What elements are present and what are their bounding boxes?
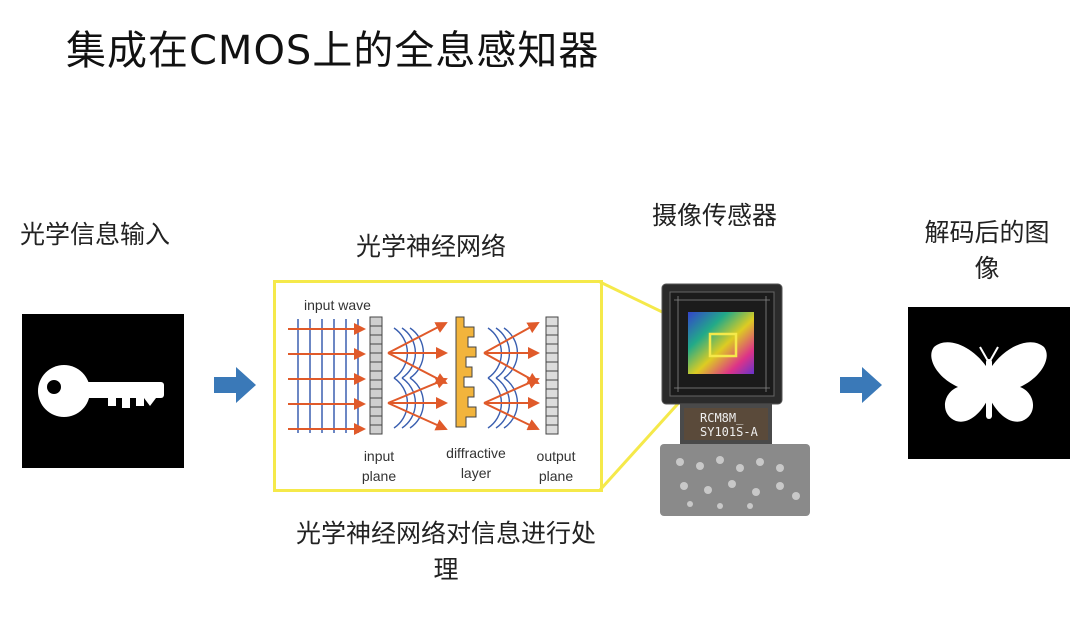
output-stage-label-line2: 像 — [974, 254, 1000, 283]
input-plane-pixels — [369, 316, 383, 435]
camera-sensor-icon — [660, 283, 810, 516]
input-plane-label-line1: input — [363, 448, 395, 464]
output-plane-label: output plane — [526, 446, 586, 486]
arrow-right-icon — [840, 367, 882, 403]
propagation-arrows — [288, 323, 366, 435]
diffractive-layer-label-line2: layer — [460, 465, 492, 481]
sensor-model-line1: RCM8M_ — [700, 411, 744, 425]
output-stage-label: 解码后的图 像 — [912, 215, 1062, 287]
diffractive-layer-shape — [455, 316, 477, 428]
diffraction-rays-2 — [483, 322, 540, 431]
page-title: 集成在CMOS上的全息感知器 — [66, 28, 600, 74]
camera-sensor-image: RCM8M_ SY101S-A — [660, 282, 810, 518]
input-plane-label: input plane — [354, 446, 404, 486]
key-icon — [38, 365, 164, 417]
butterfly-icon — [931, 342, 1047, 422]
input-image — [22, 314, 184, 468]
sensor-model-line2: SY101S-A — [700, 425, 758, 439]
network-caption-line1: 光学神经网络对信息进行处 — [295, 519, 596, 548]
input-wave-label: input wave — [304, 297, 371, 313]
network-stage-label: 光学神经网络 — [356, 232, 507, 261]
output-plane-pixels — [545, 316, 559, 435]
diffraction-rays-1 — [387, 322, 448, 431]
network-diagram-frame: input wave input plane diffractive layer… — [273, 280, 603, 492]
arrow-right-icon — [214, 367, 256, 403]
input-plane-label-line2: plane — [361, 468, 397, 484]
input-stage-label: 光学信息输入 — [20, 220, 171, 249]
input-wave-lines — [297, 319, 359, 433]
sensor-stage-label: 摄像传感器 — [652, 201, 778, 230]
output-image — [908, 307, 1070, 459]
network-caption: 光学神经网络对信息进行处 理 — [262, 516, 630, 588]
diffractive-layer-label-line1: diffractive — [446, 445, 506, 461]
output-plane-label-line1: output — [536, 448, 576, 464]
diffractive-layer-label: diffractive layer — [436, 443, 516, 483]
network-caption-line2: 理 — [433, 555, 459, 584]
output-stage-label-line1: 解码后的图 — [924, 218, 1050, 247]
output-plane-label-line2: plane — [538, 468, 574, 484]
diffraction-diagram — [288, 316, 559, 435]
